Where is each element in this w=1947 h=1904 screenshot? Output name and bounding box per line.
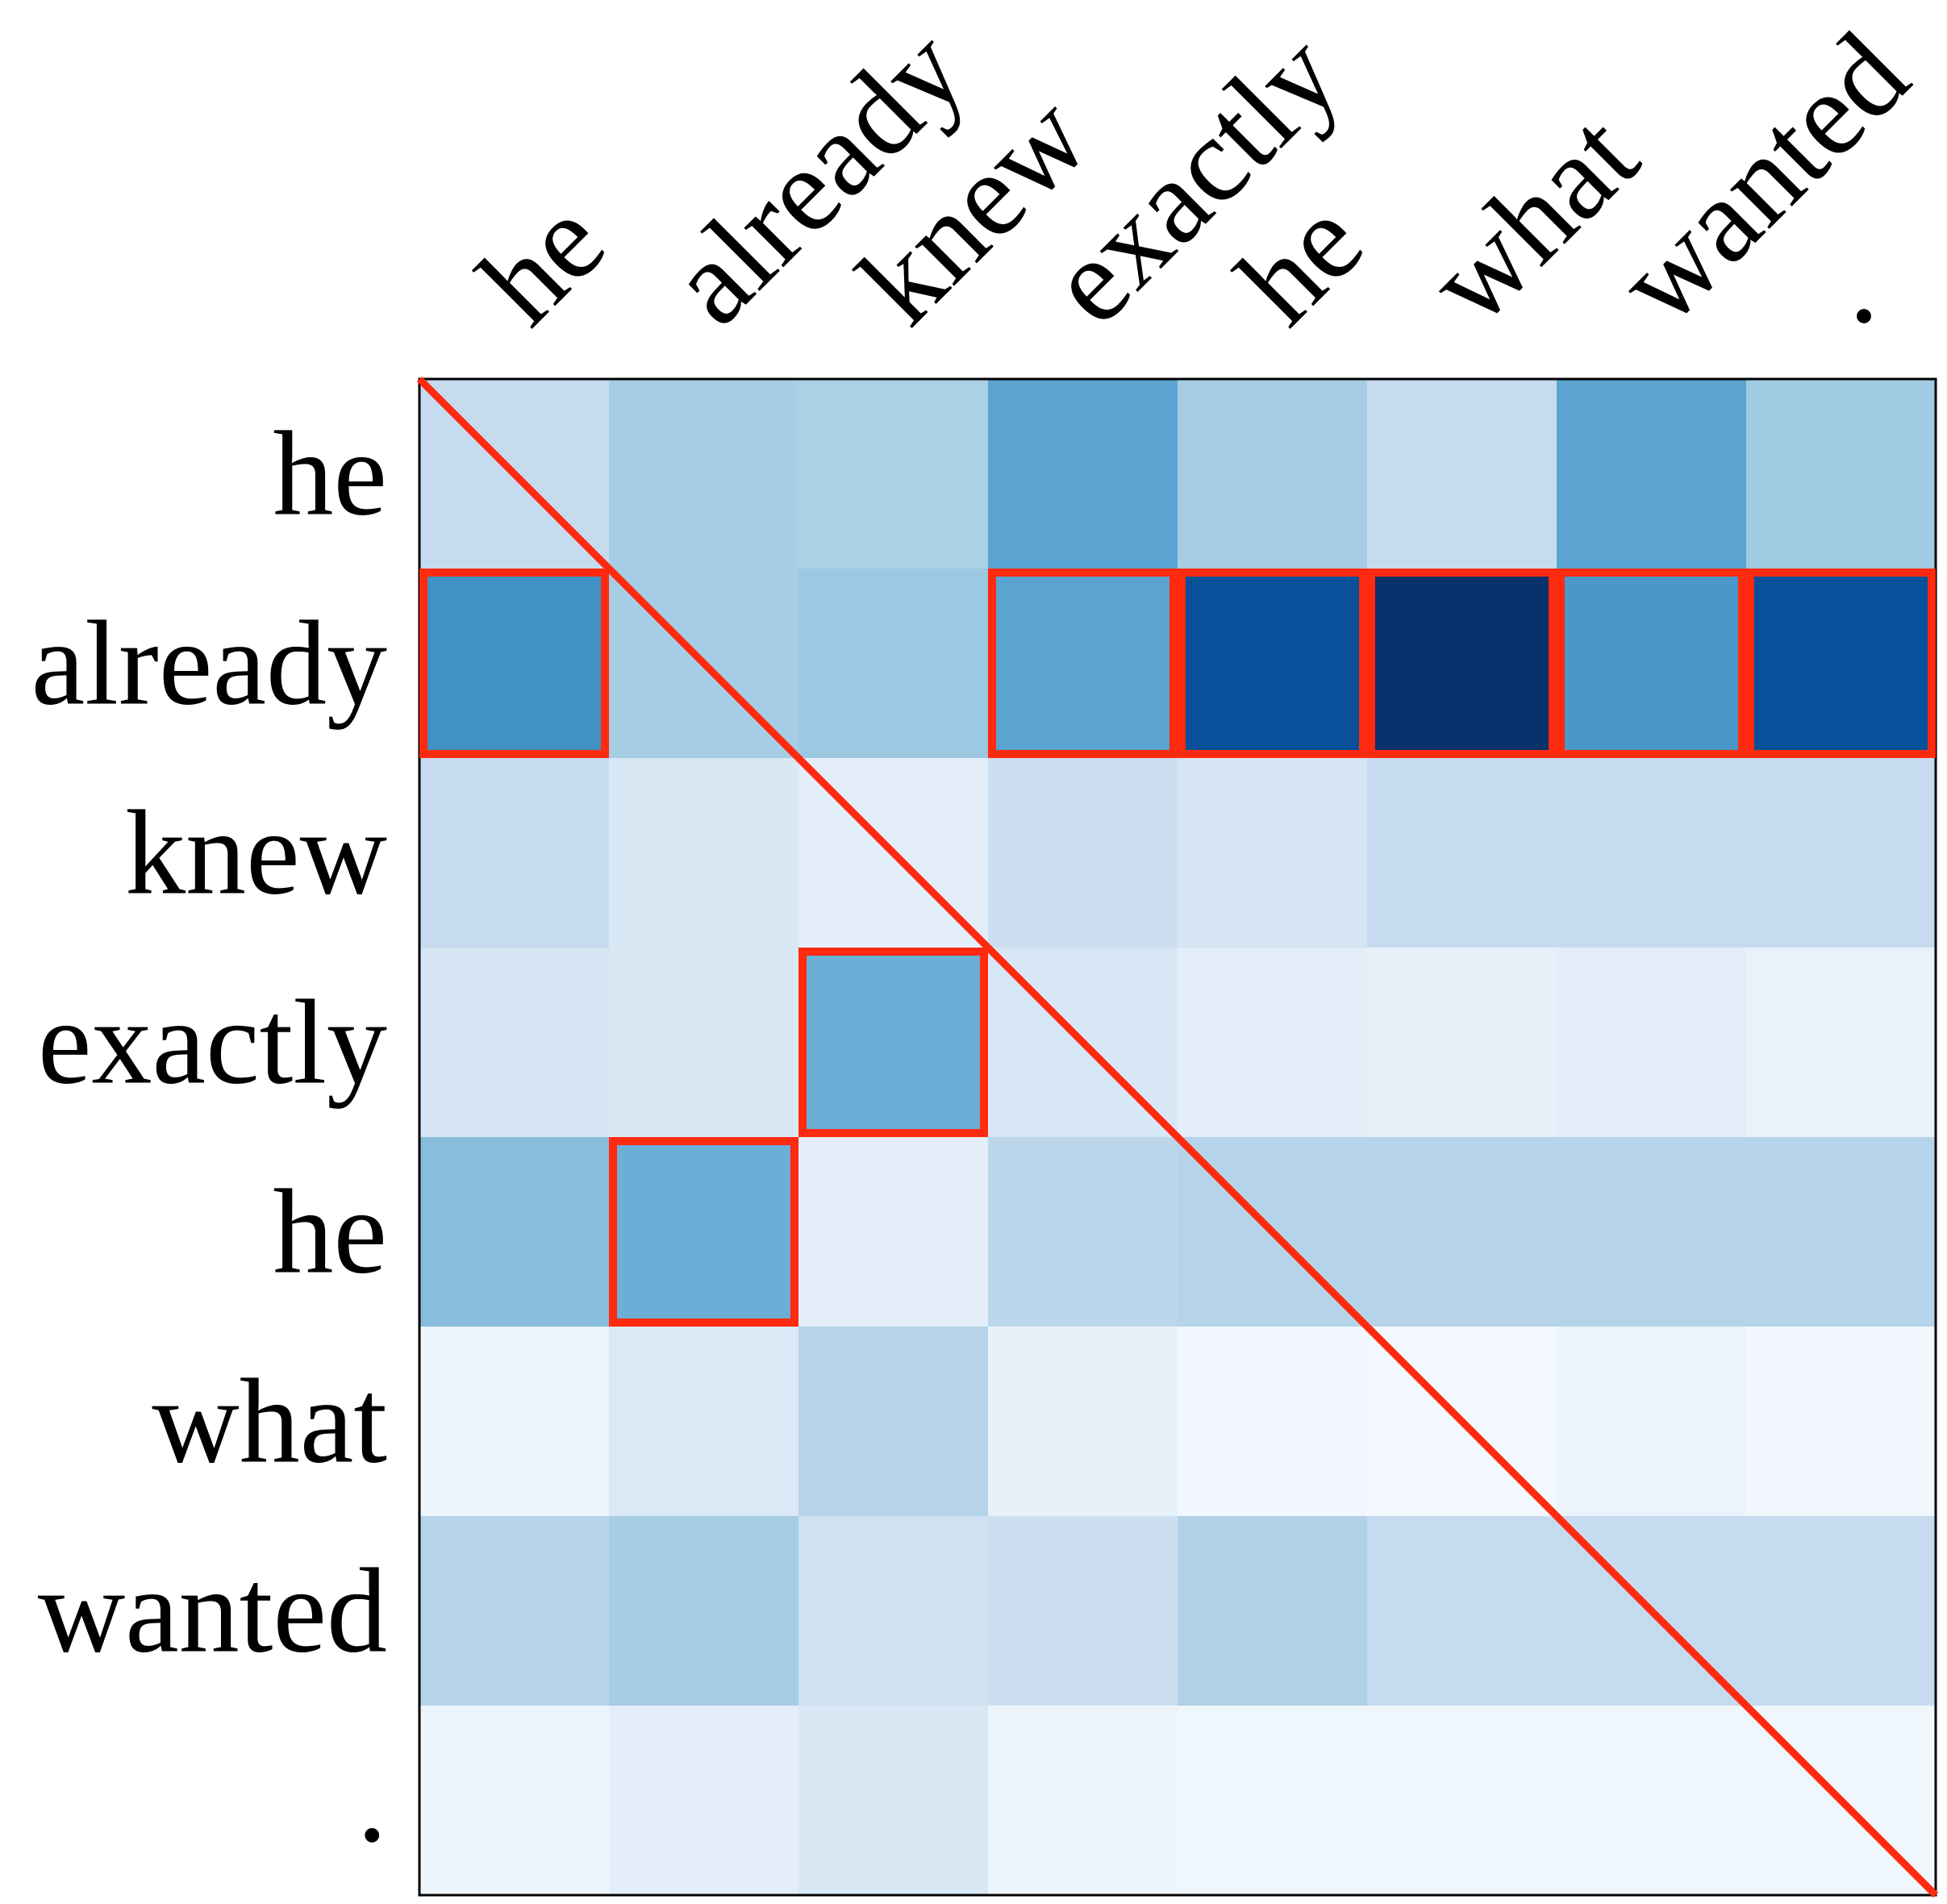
y-tick-label: he bbox=[273, 1165, 387, 1299]
heatmap-cell bbox=[1178, 379, 1368, 569]
heatmap-cell bbox=[1178, 1516, 1368, 1706]
heatmap-cell bbox=[1367, 758, 1557, 948]
heatmap-cell bbox=[988, 1137, 1178, 1327]
highlight-box bbox=[419, 569, 609, 758]
heatmap-cell bbox=[609, 758, 799, 948]
heatmap-cell bbox=[1367, 948, 1557, 1138]
heatmap-cell bbox=[1557, 569, 1747, 759]
heatmap-cell bbox=[1557, 948, 1747, 1138]
heatmap-cell bbox=[1178, 569, 1368, 759]
heatmap-cell bbox=[798, 569, 989, 759]
heatmap-cell bbox=[1746, 948, 1937, 1138]
plot-frame bbox=[418, 377, 1937, 1897]
diagonal-line bbox=[416, 376, 1939, 1898]
heatmap-cell bbox=[798, 948, 989, 1138]
heatmap-cell bbox=[1746, 758, 1937, 948]
y-tick-label: already bbox=[31, 597, 387, 731]
heatmap-cell bbox=[798, 1706, 989, 1896]
heatmap-cell bbox=[1178, 1706, 1368, 1896]
y-tick-label: what bbox=[152, 1355, 387, 1489]
x-tick-label: . bbox=[1781, 233, 1897, 349]
heatmap-cell bbox=[1367, 569, 1557, 759]
heatmap-cell bbox=[419, 948, 610, 1138]
heatmap-cell bbox=[419, 1706, 610, 1896]
y-tick-label: he bbox=[273, 407, 387, 541]
highlight-box bbox=[1557, 569, 1746, 758]
highlighted-cells bbox=[419, 569, 1936, 1327]
heatmap-cell bbox=[988, 758, 1178, 948]
heatmap-cell bbox=[798, 379, 989, 569]
y-tick-label: wanted bbox=[38, 1544, 387, 1678]
heatmap-cell bbox=[1746, 379, 1937, 569]
heatmap-cell bbox=[1367, 379, 1557, 569]
heatmap-cell bbox=[609, 1137, 799, 1327]
heatmap-cell bbox=[419, 1327, 610, 1517]
heatmap-cell bbox=[419, 758, 610, 948]
heatmap-cell bbox=[609, 1327, 799, 1517]
highlight-box bbox=[1367, 569, 1557, 758]
heatmap-cell bbox=[1746, 1327, 1937, 1517]
highlight-box bbox=[1746, 569, 1936, 758]
x-tick-label: what bbox=[1402, 89, 1663, 350]
y-tick-label: . bbox=[357, 1734, 388, 1868]
highlight-box bbox=[1178, 569, 1367, 758]
highlight-box bbox=[988, 569, 1178, 758]
heatmap-cell bbox=[798, 1516, 989, 1706]
heatmap-cell bbox=[988, 569, 1178, 759]
heatmap-cell bbox=[1557, 1137, 1747, 1327]
y-tick-label: exactly bbox=[38, 976, 387, 1110]
heatmap-cell bbox=[419, 1137, 610, 1327]
heatmap-cell bbox=[988, 1327, 1178, 1517]
heatmap-cell bbox=[798, 1137, 989, 1327]
heatmap-cell bbox=[1557, 379, 1747, 569]
heatmap-cell bbox=[798, 1327, 989, 1517]
heatmap-cell bbox=[1178, 1327, 1368, 1517]
heatmap-cell bbox=[1178, 758, 1368, 948]
y-tick-label: knew bbox=[125, 786, 387, 920]
heatmap-cell bbox=[1178, 948, 1368, 1138]
heatmap-cell bbox=[419, 569, 610, 759]
heatmap-cell bbox=[609, 379, 799, 569]
heatmap-cell bbox=[1367, 1516, 1557, 1706]
heatmap-cell bbox=[988, 379, 1178, 569]
heatmap-cell bbox=[1746, 569, 1937, 759]
heatmap-cell bbox=[1746, 1137, 1937, 1327]
heatmap-cell bbox=[1367, 1706, 1557, 1896]
heatmap-cell bbox=[609, 948, 799, 1138]
heatmap-cell bbox=[1367, 1137, 1557, 1327]
heatmap-cell bbox=[1746, 1516, 1937, 1706]
y-axis-tick-labels: he already knew exactly he what wanted. bbox=[31, 407, 387, 1868]
heatmap-cell bbox=[1557, 758, 1747, 948]
heatmap-cell bbox=[1557, 1706, 1747, 1896]
heatmap-cell bbox=[609, 1516, 799, 1706]
highlight-box bbox=[609, 1137, 798, 1327]
heatmap-cell bbox=[419, 1516, 610, 1706]
heatmap-cell bbox=[988, 1516, 1178, 1706]
heatmap-cell bbox=[1557, 1327, 1747, 1517]
x-tick-label: he bbox=[454, 174, 629, 349]
heatmap-cell bbox=[609, 1706, 799, 1896]
highlight-box bbox=[798, 948, 988, 1137]
heatmap-cell bbox=[988, 1706, 1178, 1896]
